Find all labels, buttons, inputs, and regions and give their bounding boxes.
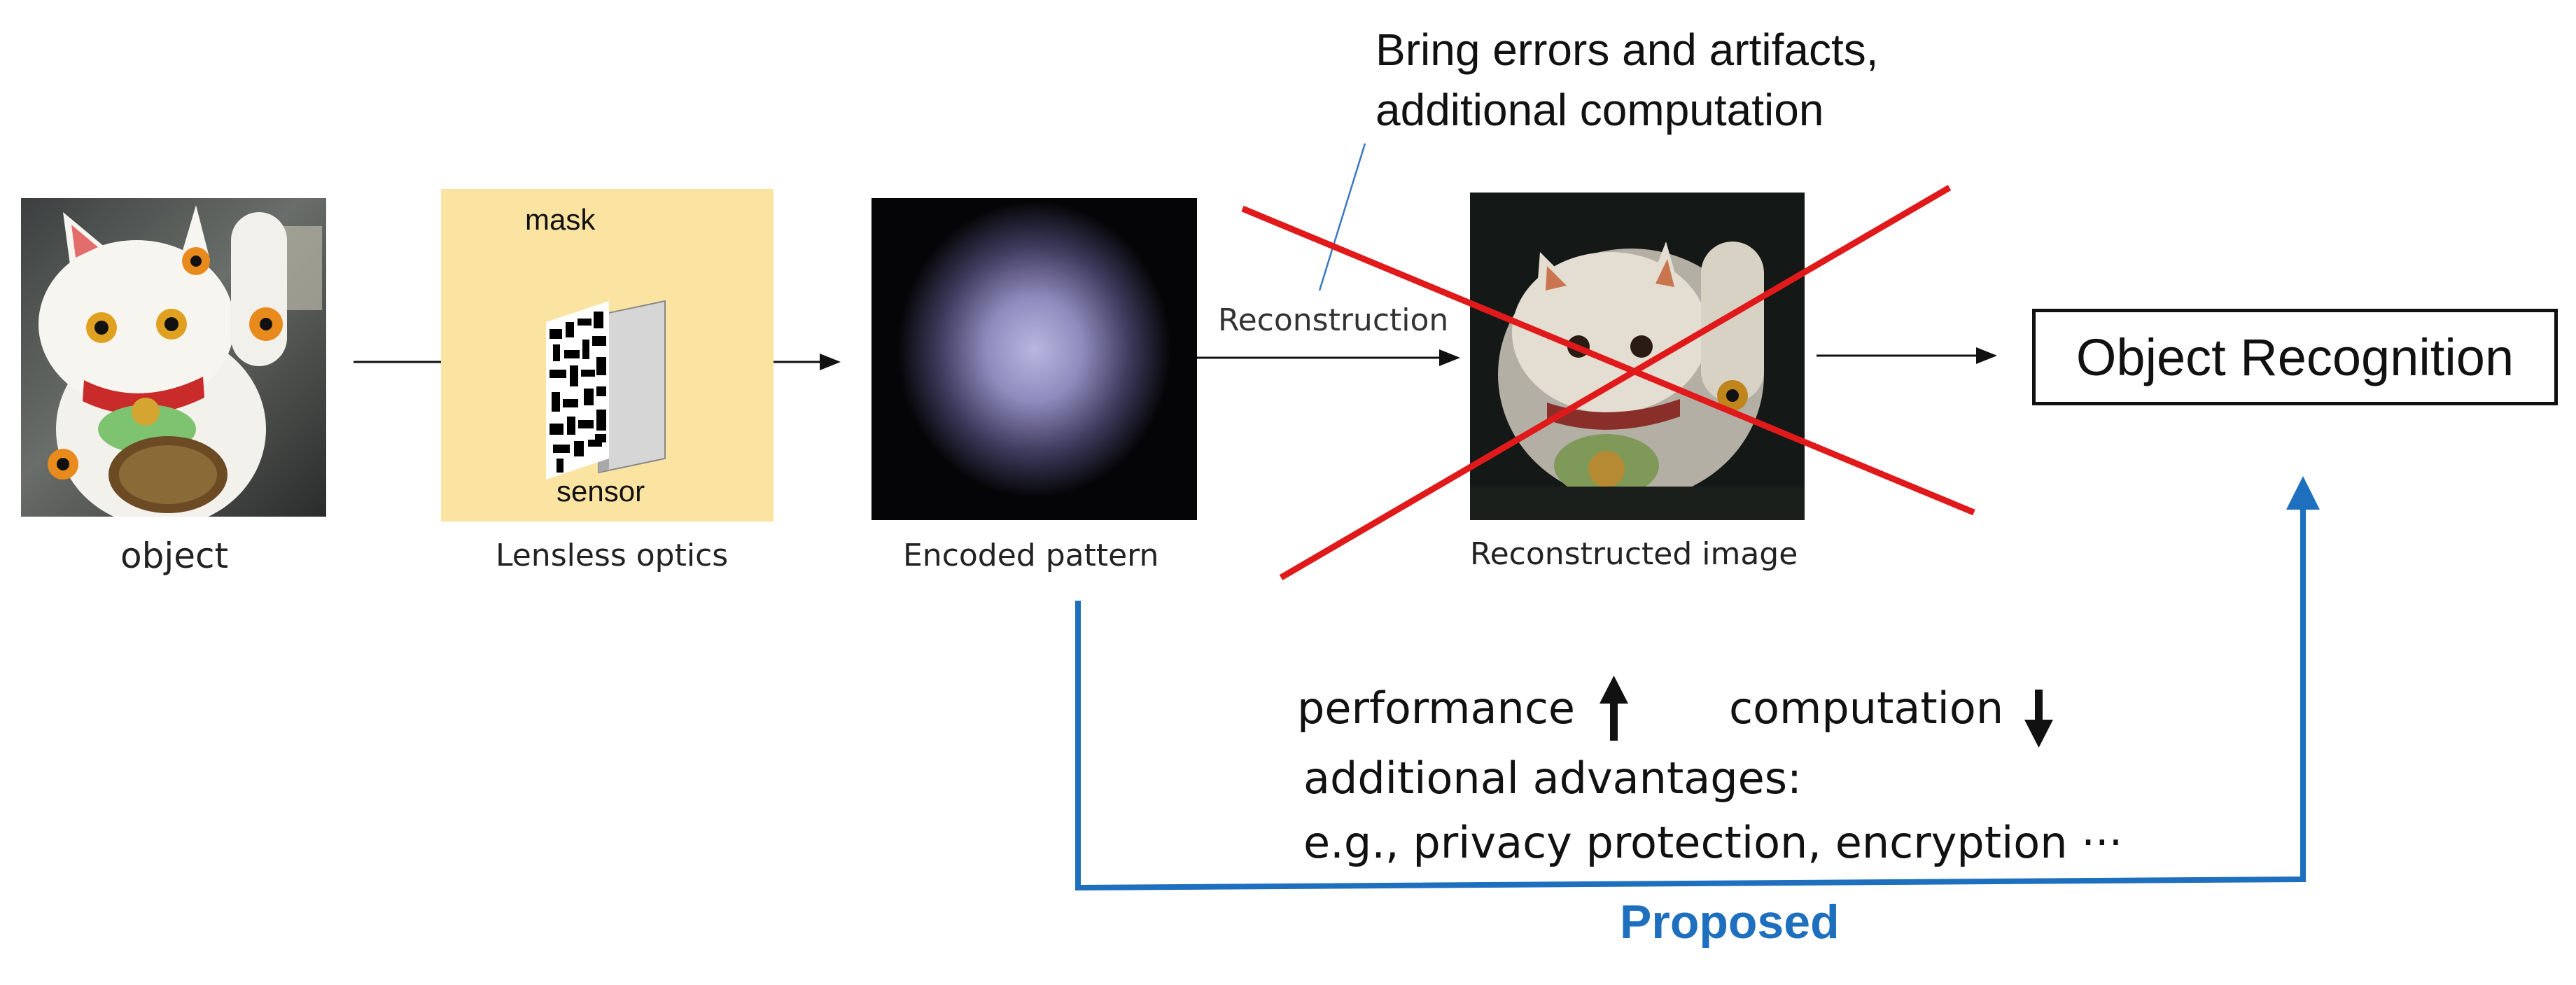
reconstruction-callout: Bring errors and artifacts, additional c… — [1376, 20, 1879, 140]
object-recognition-label: Object Recognition — [2076, 328, 2514, 386]
reconstruction-label: Reconstruction — [1218, 302, 1449, 338]
object-photo — [21, 198, 326, 517]
callout-leader-line — [1318, 143, 1366, 291]
performance-label: performance — [1297, 683, 1576, 734]
maneki-neko-figure — [38, 205, 322, 517]
reconstructed-image-caption: Reconstructed image — [1470, 536, 1798, 572]
computation-label: computation — [1729, 683, 2004, 734]
mask-sensor-illustration — [546, 300, 666, 480]
performance-up-arrow-icon — [1600, 676, 1628, 741]
object-recognition-box: Object Recognition — [2032, 309, 2558, 405]
encoded-pattern-image — [872, 198, 1197, 520]
coded-mask-icon — [546, 301, 609, 480]
mask-label: mask — [525, 203, 596, 236]
callout-line-1: Bring errors and artifacts, — [1376, 25, 1879, 75]
sensor-label: sensor — [556, 475, 645, 508]
advantages-title: additional advantages: — [1303, 753, 1802, 804]
computation-down-arrow-icon — [2024, 690, 2053, 748]
object-caption: object — [120, 536, 229, 576]
lensless-optics-caption: Lensless optics — [496, 538, 729, 573]
lensless-optics-panel: mask sensor — [441, 189, 774, 522]
advantages-detail: e.g., privacy protection, encryption ··· — [1303, 817, 2123, 868]
proposed-path-line — [1075, 476, 2320, 891]
encoded-pattern-caption: Encoded pattern — [903, 538, 1159, 573]
proposed-label: Proposed — [1620, 895, 1840, 949]
callout-line-2: additional computation — [1376, 85, 1824, 135]
